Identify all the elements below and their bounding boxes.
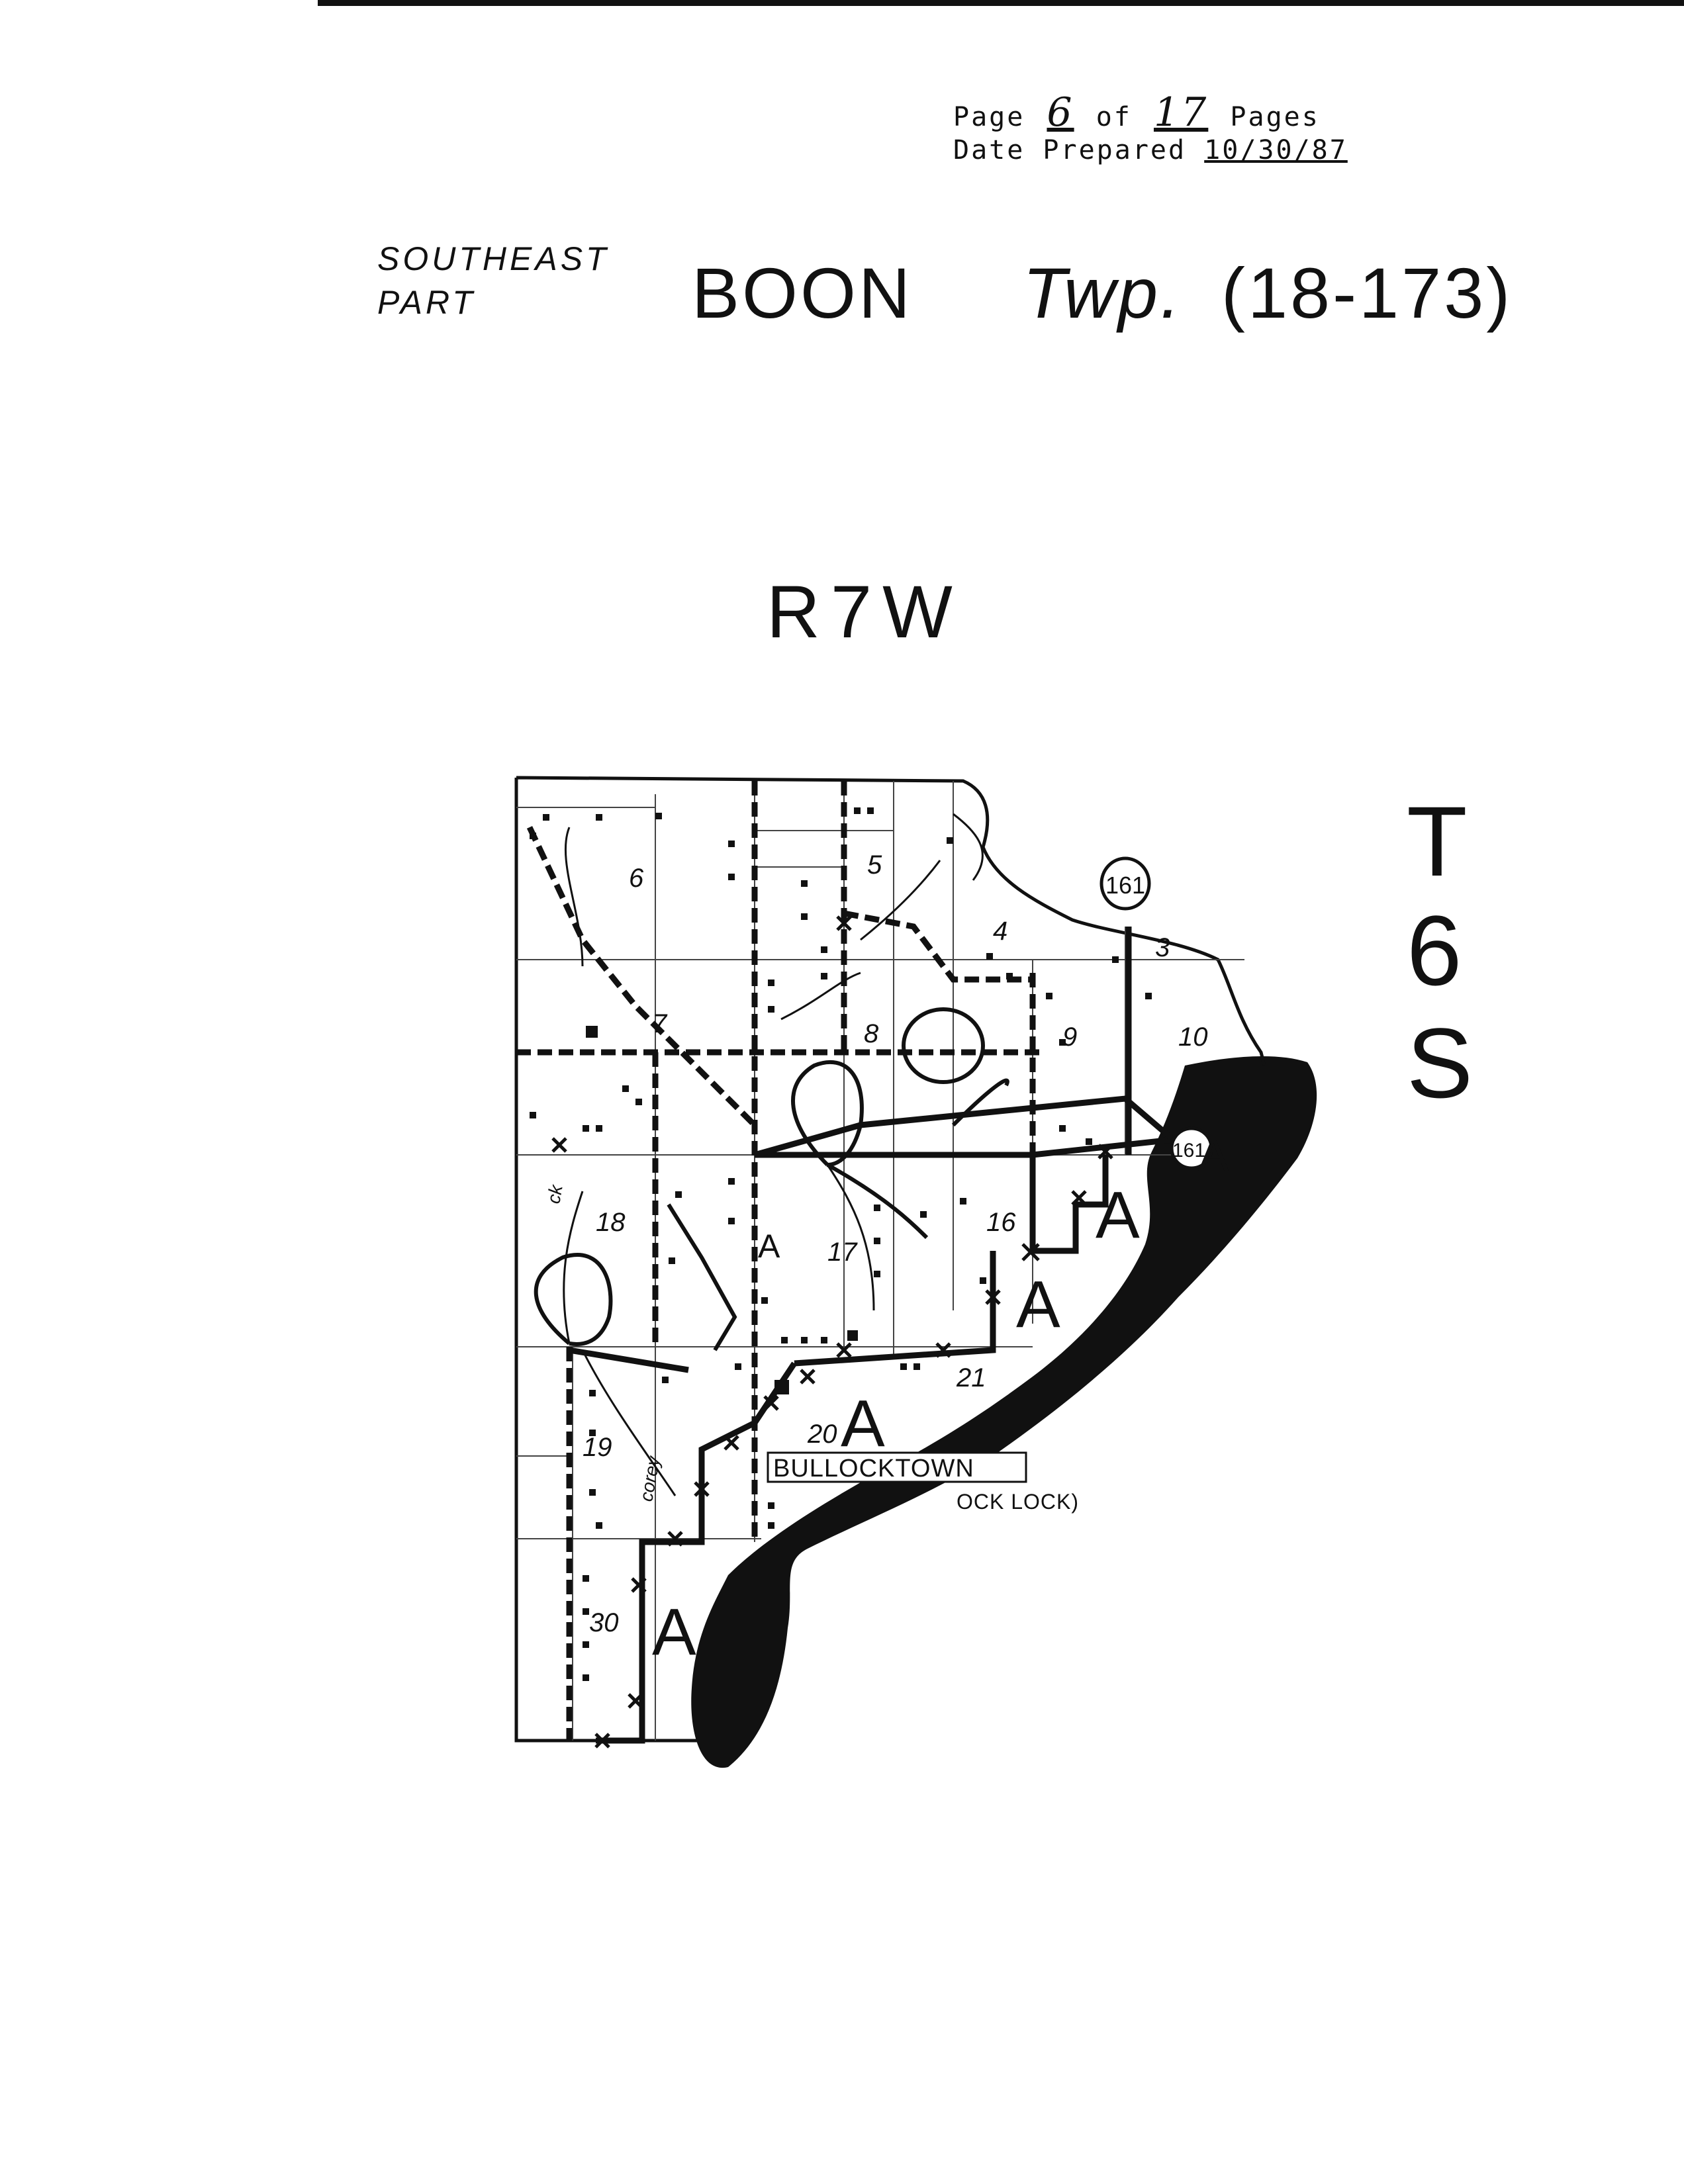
area-mark: A: [1096, 1178, 1140, 1252]
range-label: R7W: [767, 570, 963, 653]
dashed-roads: [516, 781, 1046, 1741]
part-line-1: SOUTHEAST: [377, 240, 610, 277]
town-label: BULLOCKTOWN OCK LOCK): [767, 1451, 1079, 1514]
page-label: Page: [953, 102, 1025, 132]
section-number: 20: [807, 1420, 837, 1449]
section-number: 7: [652, 1009, 668, 1038]
section-number: 17: [827, 1238, 858, 1267]
section-number: 9: [1062, 1023, 1077, 1052]
creek-label: corey: [635, 1453, 664, 1503]
route-shield-number: 161: [1105, 872, 1145, 899]
date-label: Date Prepared: [953, 135, 1187, 165]
part-label: SOUTHEAST PART: [377, 237, 610, 324]
section-number: 10: [1178, 1023, 1208, 1052]
date-row: Date Prepared 10/30/87: [953, 134, 1348, 167]
area-mark: A: [841, 1387, 885, 1461]
route-shield: 161: [1099, 856, 1151, 911]
river-water: [691, 1056, 1317, 1768]
area-mark: A: [1198, 1130, 1229, 1181]
township-name: BOON: [692, 253, 913, 333]
main-roads: [569, 927, 1186, 1744]
page-count-row: Page 6 of 17 Pages: [953, 93, 1348, 134]
township-code: (18-173): [1221, 253, 1513, 333]
section-numbers: 6 5 4 3 7 8 9 10 18 17 16 19 20 21 30: [583, 850, 1208, 1637]
section-number: 5: [867, 850, 882, 880]
section-number: 6: [629, 864, 644, 893]
area-mark: A: [1016, 1267, 1060, 1342]
section-number: 4: [993, 917, 1007, 946]
route-marker-east: 161: [1170, 1126, 1213, 1170]
pages-label: Pages: [1230, 102, 1320, 132]
lock-note: OCK LOCK): [957, 1490, 1079, 1514]
township-label-s: S: [1407, 1007, 1474, 1118]
section-number: 30: [589, 1608, 619, 1637]
section-number: 3: [1155, 933, 1170, 962]
township-boundary: [514, 776, 1266, 1743]
crossing-marks: [551, 915, 1113, 1749]
section-grid: [516, 781, 1244, 1741]
of-label: of: [1096, 102, 1132, 132]
creek-label: ck: [543, 1182, 567, 1205]
area-mark: A: [758, 1228, 780, 1265]
town-name: BULLOCKTOWN: [773, 1455, 974, 1482]
section-number: 19: [583, 1433, 612, 1462]
township-label-6: 6: [1407, 895, 1462, 1006]
building-dots: [530, 807, 1152, 1681]
section-number: 8: [864, 1019, 879, 1048]
part-line-2: PART: [377, 284, 476, 321]
date-value: 10/30/87: [1204, 135, 1348, 165]
page-header: Page 6 of 17 Pages Date Prepared 10/30/8…: [953, 93, 1348, 167]
area-marks: A A A A A A: [652, 1130, 1229, 1669]
section-number: 16: [986, 1208, 1016, 1237]
township-label-t: T: [1407, 786, 1468, 897]
area-mark: A: [652, 1595, 696, 1669]
page-number: 6: [1047, 89, 1074, 136]
twp-abbrev: Twp.: [1023, 253, 1184, 333]
section-number: 21: [956, 1363, 986, 1392]
total-pages: 17: [1153, 89, 1209, 136]
section-number: 18: [596, 1208, 626, 1237]
route-marker-number: 161: [1172, 1140, 1205, 1161]
hand-drawn-loops: [534, 1007, 1009, 1351]
top-rule: [318, 0, 1684, 6]
